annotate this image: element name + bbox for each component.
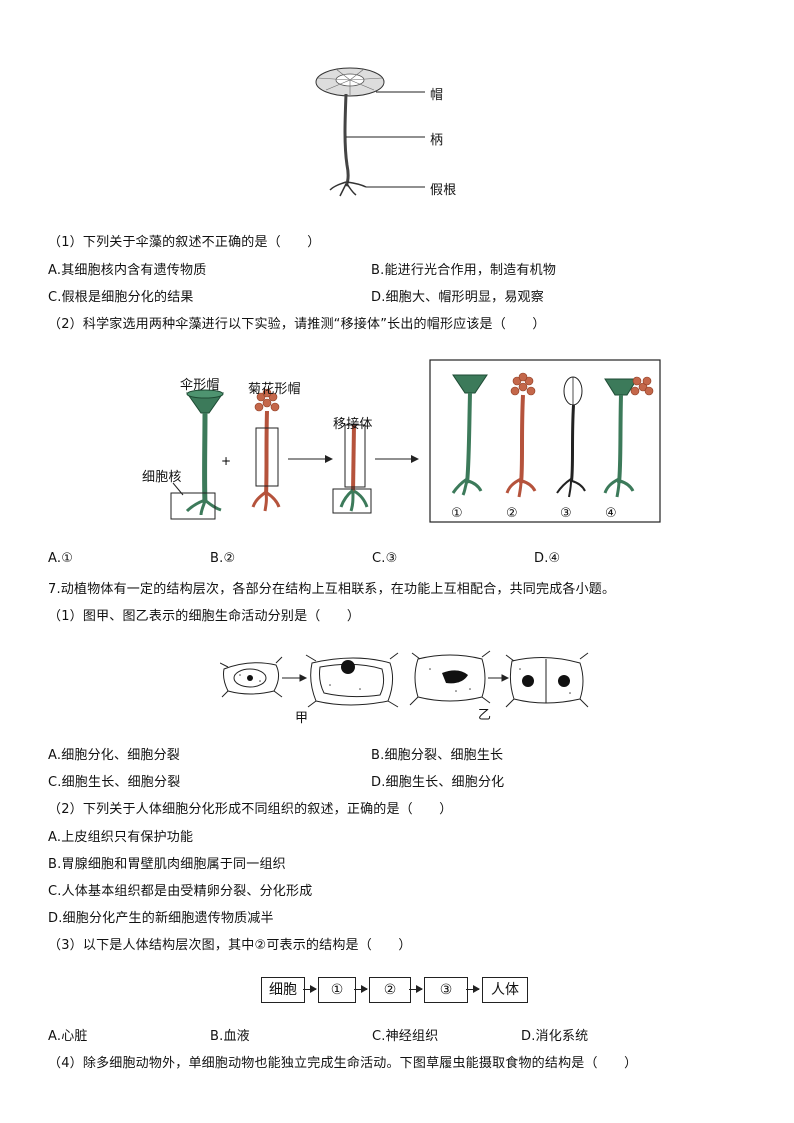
q6-1-option-b[interactable]: B.能进行光合作用，制造有机物 (371, 263, 557, 278)
label-cap: 帽 (430, 88, 444, 103)
q7-stem: 7.动植物体有一定的结构层次，各部分在结构上互相联系，在功能上互相配合，共同完成… (48, 582, 616, 597)
q7-1-option-a[interactable]: A.细胞分化、细胞分裂 (48, 748, 180, 763)
label-nucleus: 细胞核 (142, 470, 182, 485)
q7-4-stem: （4）除多细胞动物外，单细胞动物也能独立完成生命活动。下图草履虫能摄取食物的结构… (48, 1056, 638, 1071)
q7-1-option-b[interactable]: B.细胞分裂、细胞生长 (371, 748, 504, 763)
q6-1-option-d[interactable]: D.细胞大、帽形明显，易观察 (371, 290, 544, 305)
choice-4: ④ (605, 506, 617, 521)
choice-1: ① (451, 506, 463, 521)
label-stalk: 柄 (430, 133, 444, 148)
graft-experiment-figure: + (170, 359, 661, 523)
flow-box-cell: 细胞 (261, 977, 305, 1003)
svg-text:+: + (221, 454, 231, 468)
q7-3-stem: （3）以下是人体结构层次图，其中②可表示的结构是（ ） (48, 938, 412, 953)
choice-2: ② (506, 506, 518, 521)
flow-box-2: ② (369, 977, 411, 1003)
label-jia: 甲 (295, 711, 309, 726)
q6-1-option-c[interactable]: C.假根是细胞分化的结果 (48, 290, 194, 305)
flow-arrow (303, 985, 317, 993)
q7-3-option-d[interactable]: D.消化系统 (521, 1029, 589, 1044)
q7-2-option-d[interactable]: D.细胞分化产生的新细胞遗传物质减半 (48, 911, 274, 926)
q6-2-option-c[interactable]: C.③ (372, 551, 398, 566)
cell-activity-figure (220, 650, 589, 708)
q7-1-option-c[interactable]: C.细胞生长、细胞分裂 (48, 775, 181, 790)
q6-2-option-d[interactable]: D.④ (534, 551, 561, 566)
flow-arrow (354, 985, 368, 993)
flow-arrow (409, 985, 423, 993)
q6-2-option-a[interactable]: A.① (48, 551, 74, 566)
q7-1-stem: （1）图甲、图乙表示的细胞生命活动分别是（ ） (48, 609, 361, 624)
q7-2-stem: （2）下列关于人体细胞分化形成不同组织的叙述，正确的是（ ） (48, 802, 453, 817)
q6-1-stem: （1）下列关于伞藻的叙述不正确的是（ ） (48, 235, 321, 250)
choice-3: ③ (560, 506, 572, 521)
flow-box-1: ① (318, 977, 356, 1003)
q7-2-option-c[interactable]: C.人体基本组织都是由受精卵分裂、分化形成 (48, 884, 313, 899)
q7-2-option-b[interactable]: B.胃腺细胞和胃壁肌肉细胞属于同一组织 (48, 857, 286, 872)
flow-box-3: ③ (424, 977, 468, 1003)
q6-1-option-a[interactable]: A.其细胞核内含有遗传物质 (48, 263, 207, 278)
label-rhizoid: 假根 (430, 183, 457, 198)
q7-3-option-b[interactable]: B.血液 (210, 1029, 250, 1044)
flow-arrow (466, 985, 480, 993)
label-yi: 乙 (478, 708, 492, 723)
q7-2-option-a[interactable]: A.上皮组织只有保护功能 (48, 830, 194, 845)
q6-2-stem: （2）科学家选用两种伞藻进行以下实验，请推测“移接体”长出的帽形应该是（ ） (48, 317, 546, 332)
acetabularia-figure (315, 67, 425, 197)
label-chrysanthemum-cap: 菊花形帽 (248, 382, 301, 397)
q6-2-option-b[interactable]: B.② (210, 551, 236, 566)
q7-1-option-d[interactable]: D.细胞生长、细胞分化 (371, 775, 505, 790)
q7-3-option-c[interactable]: C.神经组织 (372, 1029, 439, 1044)
label-graft: 移接体 (333, 417, 373, 432)
flow-box-body: 人体 (482, 977, 528, 1003)
label-umbrella-cap: 伞形帽 (180, 378, 220, 393)
q7-3-option-a[interactable]: A.心脏 (48, 1029, 88, 1044)
